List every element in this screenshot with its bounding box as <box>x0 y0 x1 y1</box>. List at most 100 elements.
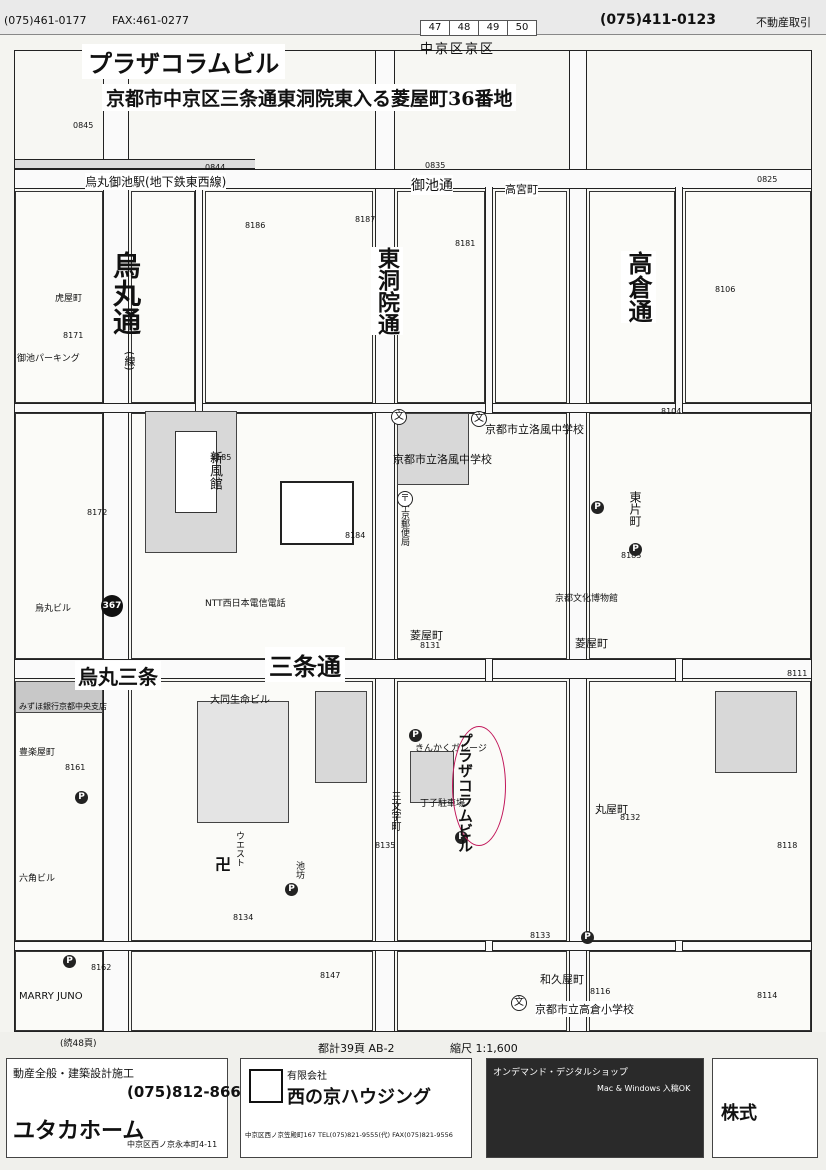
parking-icon: P <box>63 955 76 968</box>
city-block <box>397 191 485 403</box>
block-number: 8133 <box>530 931 551 940</box>
block-number: 8184 <box>345 531 366 540</box>
city-block <box>15 413 103 659</box>
place-label: 京都市立高倉小学校 <box>535 1001 634 1017</box>
temple-icon: 卍 <box>215 855 232 874</box>
ad-nishinokyo[interactable]: 有限会社 西の京ハウジング 中京区西ノ京笠殿町167 TEL(075)821-9… <box>240 1058 472 1158</box>
page-number-index: 47 48 49 50 <box>420 20 537 36</box>
ward-label: 中京区京区 <box>420 42 496 57</box>
target-building-marker[interactable] <box>452 726 506 846</box>
ad-nishinokyo-name: 西の京ハウジング <box>287 1087 431 1108</box>
ad-digitalshop-title: オンデマンド・デジタルショップ <box>493 1068 628 1078</box>
place-label: 烏丸ビル <box>35 604 72 614</box>
place-label: みずほ銀行京都中央支店 <box>19 702 107 711</box>
building <box>315 691 367 783</box>
block-number: 8106 <box>715 285 736 294</box>
place-label: 京都市立洛風中学校 <box>393 453 492 466</box>
ad-yutaka-addr: 中京区西ノ京永本町4-11 <box>127 1140 218 1149</box>
ad-nishinokyo-logo-icon <box>249 1069 283 1103</box>
map-ref: 都計39頁 AB-2 <box>318 1042 395 1055</box>
city-block <box>397 951 567 1031</box>
place-label: 京都市立洛風中学校 <box>485 423 584 436</box>
city-block <box>589 951 811 1031</box>
place-label: 高宮町 <box>505 181 538 197</box>
block-number: 8187 <box>355 215 376 224</box>
header-phone-left: (075)461-0177 <box>4 14 87 27</box>
block-number: 8147 <box>320 971 341 980</box>
place-label: 豊楽屋町 <box>19 748 56 758</box>
ad-yutaka[interactable]: 動産全般・建築設計施工 (075)812-8668 ユタカホーム 中京区西ノ京永… <box>6 1058 251 1158</box>
parking-icon: P <box>581 931 594 944</box>
ad-yutaka-phone: (075)812-8668 <box>127 1083 252 1101</box>
street-label-oike: 御池通 <box>411 175 453 195</box>
block-number: 8104 <box>661 407 682 416</box>
school-icon: 文 <box>471 411 487 427</box>
header-tag: 不動産取引 <box>756 16 811 29</box>
place-label: NTT西日本電信電話 <box>205 599 286 609</box>
city-block <box>685 191 811 403</box>
map-frame: 烏丸通 (線) 東洞院通 高倉通 三条通 烏丸三条 御池通 烏丸御池駅(地下鉄東… <box>14 50 812 1032</box>
ad-yutaka-name: ユタカホーム <box>13 1119 145 1144</box>
ad-digitalshop-desc: Mac & Windows 入稿OK <box>597 1084 691 1093</box>
city-block <box>131 191 195 403</box>
street-label-sanjo: 三条通 <box>265 647 345 682</box>
street-label-karasuma-sanjo: 烏丸三条 <box>75 661 161 690</box>
city-block <box>15 681 103 941</box>
place-label: 東片町 <box>628 491 642 527</box>
station-label: 烏丸御池駅(地下鉄東西線) <box>85 173 227 190</box>
ad-digitalshop[interactable]: オンデマンド・デジタルショップ Mac & Windows 入稿OK <box>486 1058 704 1158</box>
place-label: 和久屋町 <box>540 973 584 986</box>
post-office-icon: 〒 <box>397 491 413 507</box>
city-block <box>15 951 103 1031</box>
place-label: 菱屋町 <box>410 629 443 642</box>
parking-icon: P <box>629 543 642 556</box>
road-takakura <box>569 51 587 1031</box>
ad-company[interactable]: 株式 <box>712 1058 818 1158</box>
street-label-higashinotoin: 東洞院通 <box>371 247 403 335</box>
block-number: 8161 <box>65 763 86 772</box>
place-label: 丁子駐車場 <box>420 799 466 809</box>
block-number: 8114 <box>757 991 778 1000</box>
header-strip: (075)461-0177 FAX:461-0277 47 48 49 50 (… <box>0 0 826 36</box>
building-title: プラザコラムビル <box>82 44 286 79</box>
street-label-takakura: 高倉通 <box>621 251 656 323</box>
city-block <box>131 951 373 1031</box>
block-number: 8171 <box>63 331 84 340</box>
page-number[interactable]: 49 <box>478 20 508 36</box>
block-number: 8135 <box>375 841 396 850</box>
place-label: 虎屋町 <box>55 294 83 304</box>
route-shield-icon: 367 <box>101 595 123 617</box>
place-label: MARRY JUNO <box>19 991 83 1002</box>
page-number[interactable]: 48 <box>449 20 479 36</box>
page-number[interactable]: 47 <box>420 20 450 36</box>
target-building-label: プラザコラムビル <box>456 733 474 853</box>
school-grounds <box>397 413 469 485</box>
header-phone-right: (075)411-0123 <box>600 12 717 28</box>
place-label: 御池パーキング <box>17 354 80 364</box>
place-label: 新風館 <box>207 451 222 490</box>
daido-building <box>197 701 289 823</box>
place-label: きんかくガレージ <box>415 744 487 754</box>
ad-company-name: 株式 <box>721 1103 757 1124</box>
road-sanjo <box>15 659 811 679</box>
block-number: 8181 <box>455 239 476 248</box>
header-fax-left: FAX:461-0277 <box>112 14 190 27</box>
school-icon: 文 <box>511 995 527 1011</box>
place-label: ウエスト <box>234 831 244 867</box>
place-label: 京都文化博物館 <box>555 594 619 604</box>
road-karasuma <box>103 51 129 1031</box>
building <box>410 751 454 803</box>
page-number[interactable]: 50 <box>507 20 537 36</box>
block-number: 8118 <box>777 841 798 850</box>
parking-icon: P <box>591 501 604 514</box>
ad-yutaka-title: 動産全般・建築設計施工 <box>13 1067 134 1080</box>
address-title: 京都市中京区三条通東洞院東入る菱屋町36番地 <box>102 84 517 111</box>
place-label: 六角ビル <box>19 874 56 884</box>
place-label: 丸屋町 <box>595 803 628 816</box>
city-block <box>495 191 567 403</box>
city-block <box>205 191 373 403</box>
school-icon: 文 <box>391 409 407 425</box>
block-number: 8111 <box>787 669 808 678</box>
block-number: 8183 <box>621 551 642 560</box>
